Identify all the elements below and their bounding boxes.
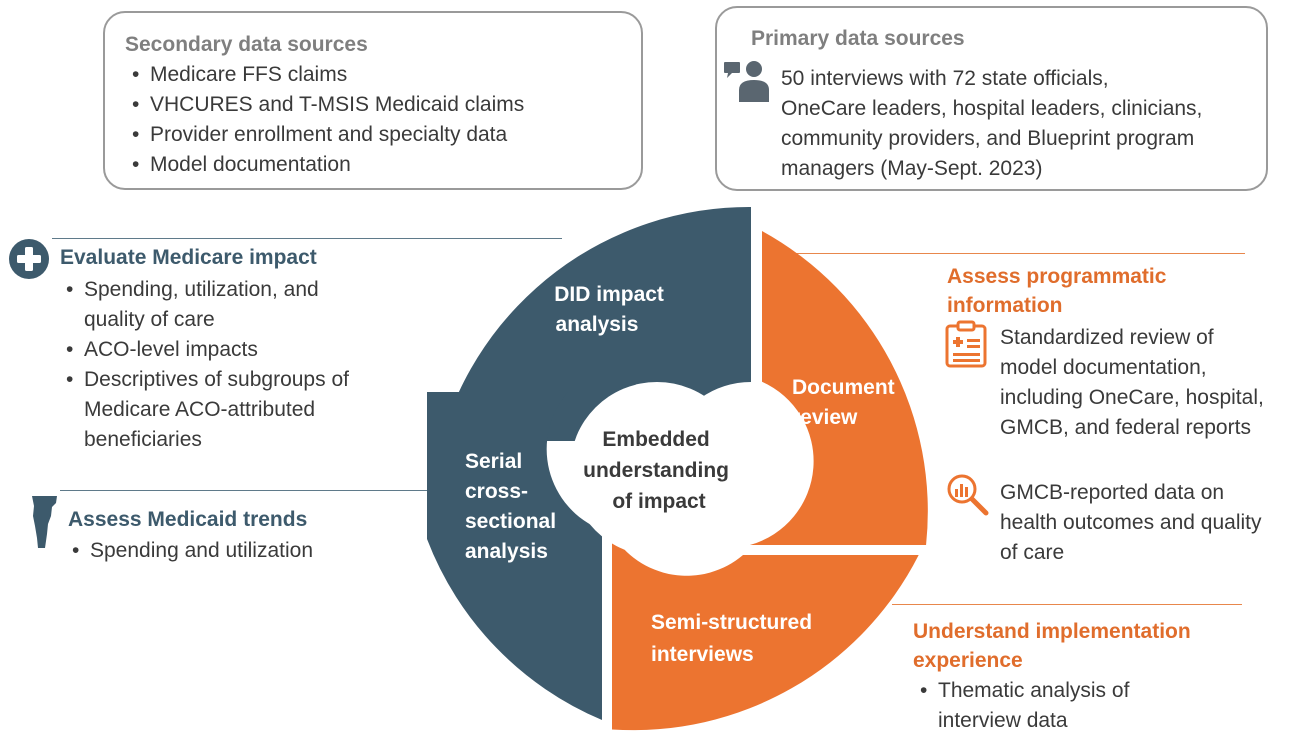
implementation-divider: [892, 604, 1242, 605]
list-item: Model documentation: [130, 150, 524, 180]
list-item: Spending and utilization: [70, 536, 313, 566]
center-circle: [570, 382, 744, 556]
did-label: DID impact analysis: [554, 283, 670, 336]
list-item: Medicare FFS claims: [130, 60, 524, 90]
clipboard-icon: [945, 320, 987, 368]
medicare-heading: Evaluate Medicare impact: [60, 246, 317, 269]
medicaid-heading: Assess Medicaid trends: [68, 508, 308, 531]
list-item: VHCURES and T-MSIS Medicaid claims: [130, 90, 524, 120]
list-item: Thematic analysis of interview data: [918, 676, 1129, 736]
list-item: Spending, utilization, and quality of ca…: [64, 275, 349, 335]
interviews-label: Semi-structured interviews: [651, 611, 818, 666]
serial-label: Serial cross- sectional analysis: [465, 450, 562, 563]
programmatic-heading: Assess programmatic information: [947, 265, 1167, 317]
vermont-map-icon: [32, 496, 57, 548]
programmatic-doc-text: Standardized review of model documentati…: [1000, 326, 1264, 439]
segment-did: [440, 206, 751, 441]
list-item: Provider enrollment and specialty data: [130, 120, 524, 150]
segment-document: [749, 231, 928, 545]
secondary-sources-list: Medicare FFS claims VHCURES and T-MSIS M…: [130, 60, 524, 180]
list-item: Descriptives of subgroups of Medicare AC…: [64, 365, 349, 455]
chart-magnifier-icon: [947, 474, 989, 516]
secondary-sources-title: Secondary data sources: [125, 33, 368, 56]
medicare-list: Spending, utilization, and quality of ca…: [64, 275, 349, 455]
list-item: ACO-level impacts: [64, 335, 349, 365]
medicaid-divider: [60, 490, 430, 491]
primary-sources-title: Primary data sources: [751, 27, 965, 50]
segment-interviews: [612, 533, 919, 731]
primary-sources-text: 50 interviews with 72 state officials, O…: [781, 67, 1203, 180]
implementation-list: Thematic analysis of interview data: [918, 676, 1129, 736]
programmatic-divider: [790, 253, 1245, 254]
person-speech-icon: [724, 61, 769, 102]
primary-sources-box: Primary data sources 50 interviews with …: [715, 6, 1268, 191]
segment-serial: [427, 392, 602, 720]
center-label: Embedded understanding of impact: [583, 428, 735, 513]
implementation-heading: Understand implementation experience: [913, 620, 1191, 672]
secondary-sources-box: Secondary data sources Medicare FFS clai…: [103, 11, 643, 190]
document-label: Document review: [792, 376, 901, 429]
plus-circle-icon: [9, 239, 49, 279]
programmatic-data-text: GMCB-reported data on health outcomes an…: [1000, 481, 1262, 564]
medicaid-list: Spending and utilization: [70, 536, 313, 566]
medicare-divider: [52, 238, 562, 239]
